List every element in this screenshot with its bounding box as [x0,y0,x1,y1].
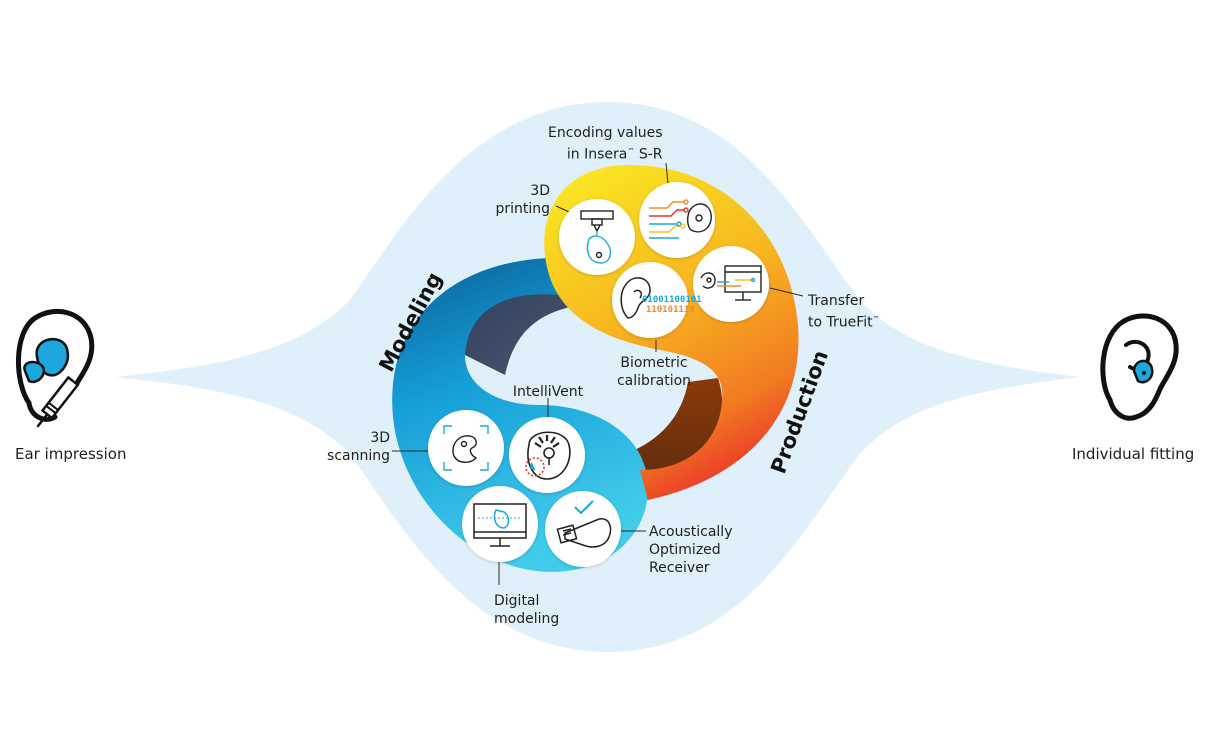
encoding-step-icon [639,182,715,258]
fitted-ear-icon [1100,313,1179,421]
individual-fitting-label: Individual fitting [1072,445,1195,463]
digital-modeling-step-icon [462,486,538,562]
leader-lines [392,162,804,585]
intellivent-label: IntelliVent [512,384,584,400]
digital-modeling-label: Digital modeling [494,593,560,627]
binary-code-line-1: 01001100101 [642,295,702,305]
printing-label: 3D printing [495,183,550,217]
biometric-step-icon: 01001100101 110101110 [612,262,702,338]
printing-step-icon [559,199,635,275]
scanning-step-icon [428,410,504,486]
receiver-step-icon [545,491,621,567]
transfer-step-icon [693,246,769,322]
binary-code-line-2: 110101110 [646,305,695,315]
transfer-label: Transfer to TrueFit™ [808,293,880,331]
intellivent-step-icon [509,417,585,493]
acoustic-receiver-label: Acoustically Optimized Receiver [649,524,733,576]
scanning-label: 3D scanning [327,430,390,464]
ear-impression-icon [15,308,95,428]
biometric-label: Biometric calibration [616,355,692,389]
background-halo [115,102,1080,652]
ear-impression-label: Ear impression [15,445,127,463]
encoding-label: Encoding values in Insera™ S-R [548,125,663,163]
